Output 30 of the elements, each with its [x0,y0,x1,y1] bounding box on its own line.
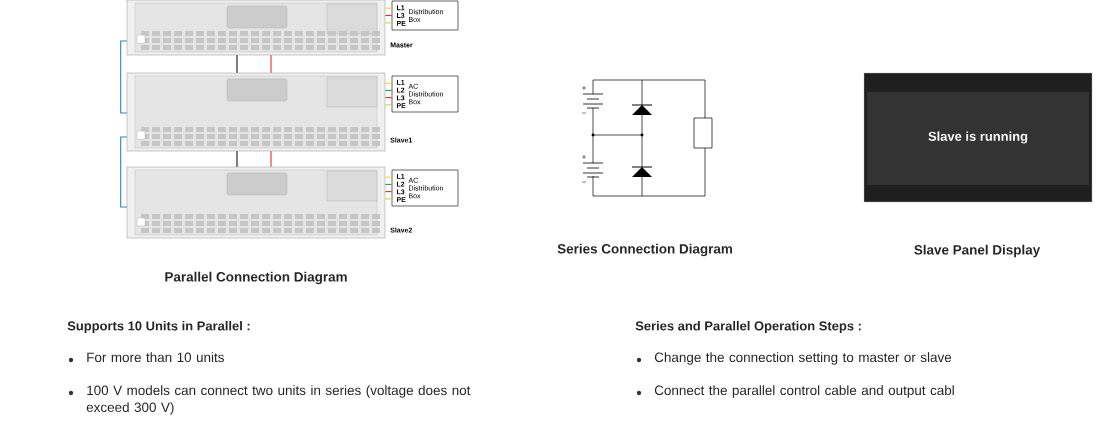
caption: Series Connection Diagram [557,243,732,257]
wire [384,198,393,200]
wire [384,97,393,99]
bullet-text: 100 V models can connect two units in series (voltage does not exceed 300 V) [86,385,471,415]
wire [384,183,393,185]
bullet-text: For more than 10 units [87,352,224,363]
wire [384,7,393,9]
output-cable [270,150,272,168]
rack-unit-drawing [126,0,386,56]
bullet-text: Connect the parallel control cable and output cabl [654,385,954,398]
bullet-text: Change the connection setting to master or slave [654,352,952,365]
display-screen: Slave is running [863,72,1093,203]
wire [384,22,393,24]
caption: Parallel Connection Diagram [165,271,347,285]
rack-unit-drawing [126,166,386,239]
output-cable [236,150,238,168]
control-cable [120,40,128,114]
control-cable [120,136,128,208]
heading: Supports 10 Units in Parallel : [67,320,250,334]
wire [384,176,393,178]
rack-unit-drawing [126,72,386,152]
wire [384,104,393,106]
output-cable [270,54,272,74]
heading: Series and Parallel Operation Steps : [635,320,861,334]
wire [384,191,393,193]
output-cable [236,54,238,74]
wire [384,14,393,17]
wire [384,89,393,91]
caption: Slave Panel Display [914,244,1041,258]
wire [384,82,393,84]
